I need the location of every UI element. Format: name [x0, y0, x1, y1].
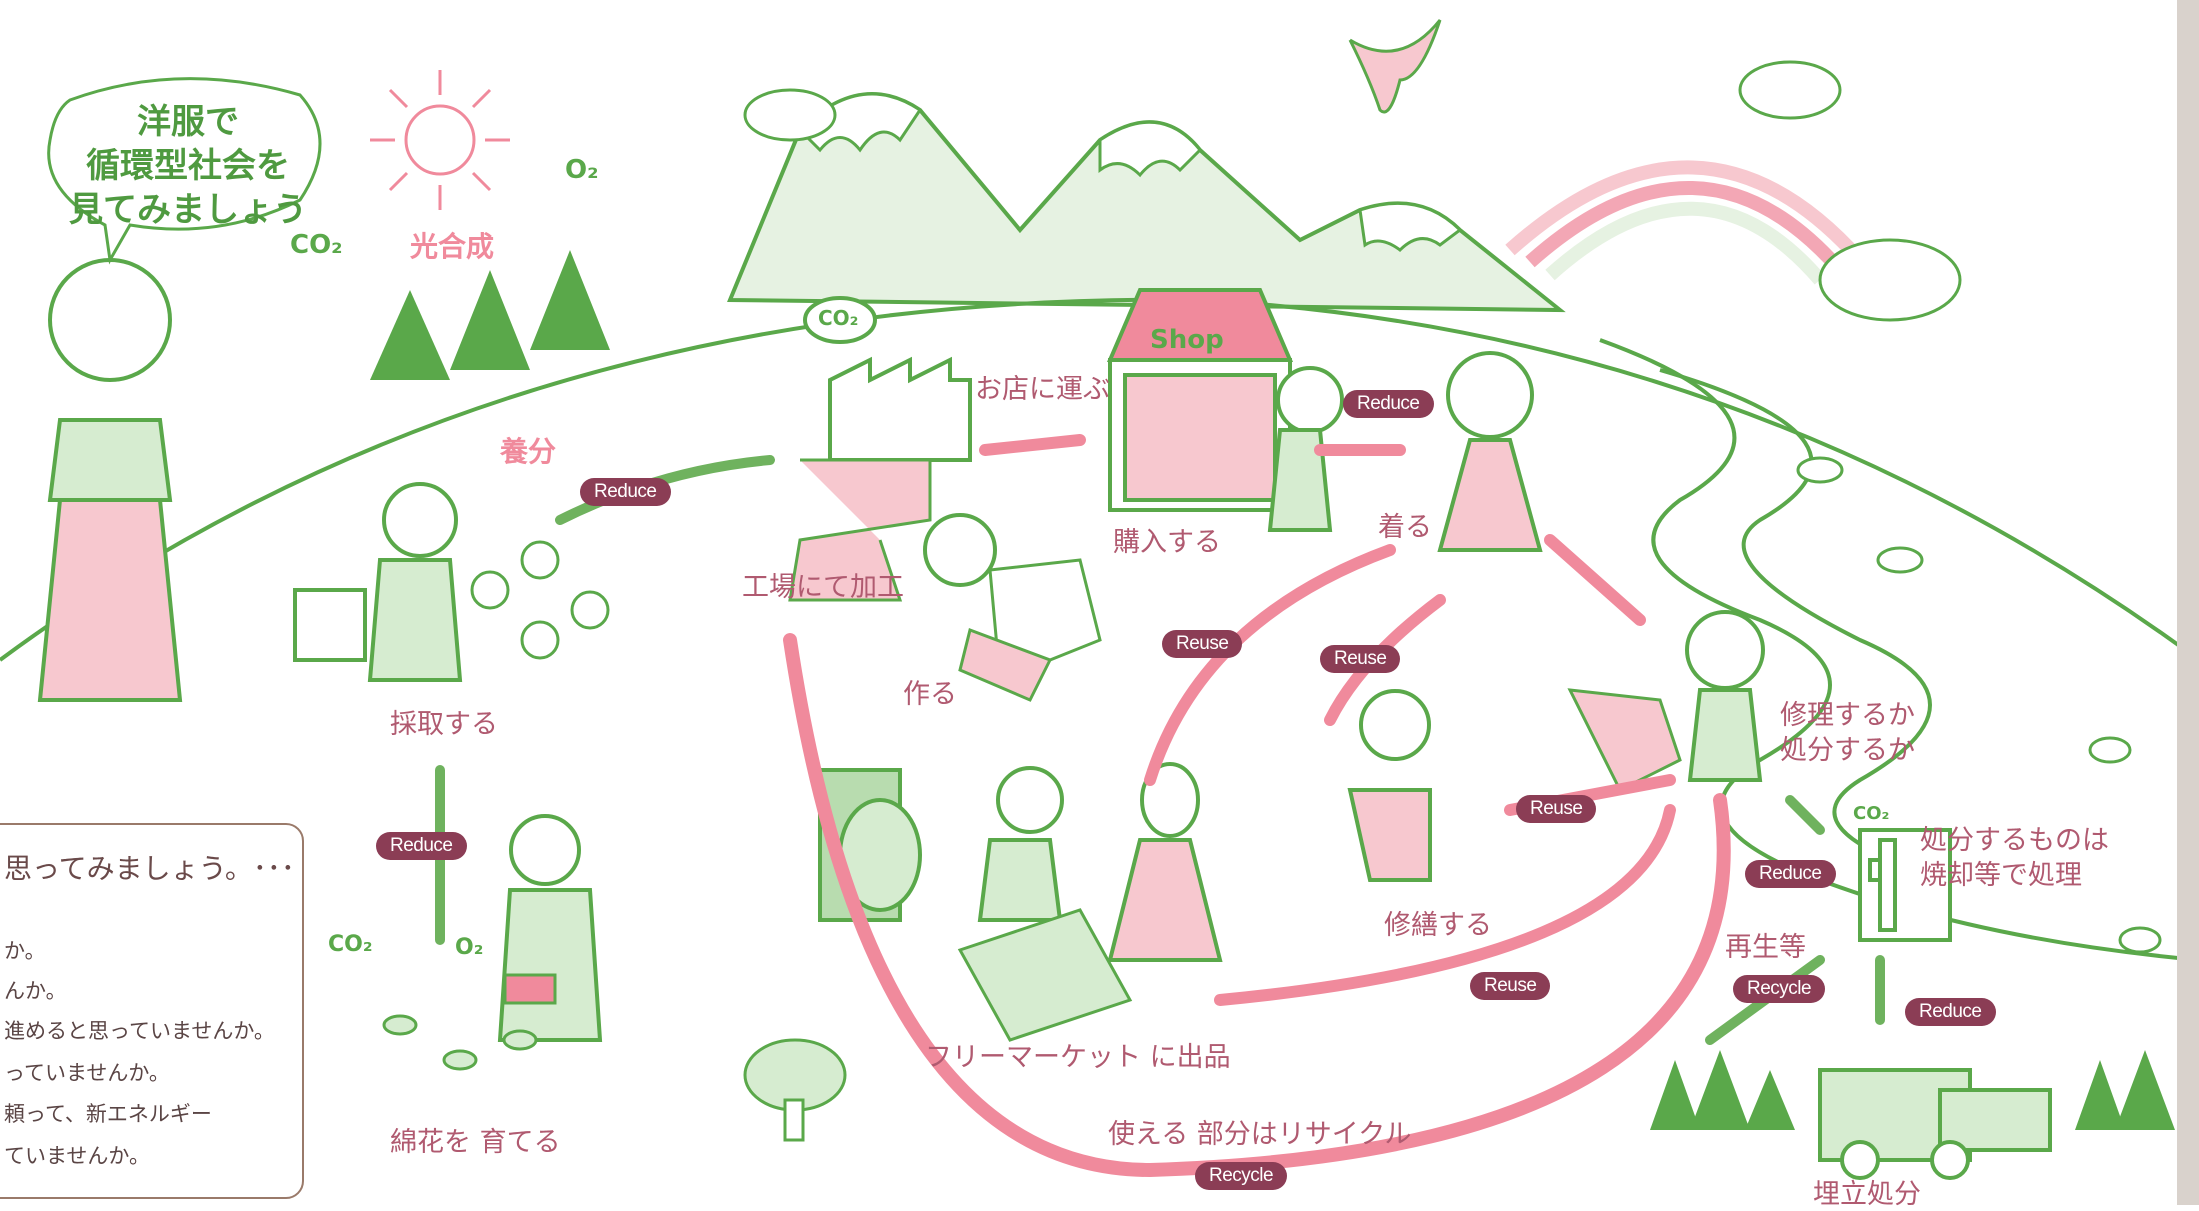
label-flea-market: フリーマーケット に出品	[925, 1042, 1231, 1073]
tag-reduce: Reduce	[580, 478, 671, 506]
page-edge	[2177, 0, 2199, 1205]
trees-photosynthesis	[370, 250, 610, 380]
incinerator	[1858, 828, 1952, 942]
photosynthesis-label: 光合成	[410, 230, 495, 263]
seed-co2-label: CO₂	[328, 932, 373, 957]
shop-clerk	[1267, 366, 1344, 532]
clouds	[743, 60, 1962, 322]
question-line: っていませんか。	[4, 1061, 170, 1085]
label-factory: 工場にて加工	[742, 572, 904, 603]
question-line: ていませんか。	[4, 1144, 150, 1168]
label-recycle-parts: 使える 部分はリサイクル	[1108, 1119, 1412, 1150]
small-tree	[743, 1038, 847, 1142]
label-harvest: 採取する	[390, 709, 498, 740]
question-box: 思ってみましょう。･･･ か。 んか。 進めると思っていませんか。 っていません…	[0, 823, 304, 1199]
girl-wearing-dress	[1437, 351, 1543, 552]
label-regenerate: 再生等	[1725, 932, 1806, 963]
fabric-roll	[788, 458, 932, 602]
label-mend: 修繕する	[1384, 910, 1492, 941]
fish-icons	[1796, 456, 2162, 954]
question-line: 頼って、新エネルギー	[4, 1102, 212, 1126]
label-wear: 着る	[1378, 512, 1432, 543]
tag-reuse: Reuse	[1320, 645, 1401, 673]
shop-sign: Shop	[1150, 325, 1224, 355]
question-line: 進めると思っていませんか。	[4, 1019, 275, 1043]
tag-recycle: Recycle	[1733, 975, 1826, 1003]
label-dispose-q: 処分するか	[1780, 735, 1915, 766]
label-repair: 修理するか	[1780, 700, 1915, 731]
tag-reduce: Reduce	[376, 832, 467, 860]
farmer-harvest	[293, 482, 463, 682]
tag-reuse: Reuse	[1470, 972, 1551, 1000]
tag-reuse: Reuse	[1516, 795, 1597, 823]
flowers	[470, 540, 610, 660]
label-deliver: お店に運ぶ	[975, 374, 1110, 405]
factory	[803, 296, 972, 462]
guide-woman	[37, 258, 183, 702]
shop-building	[1106, 288, 1294, 512]
pine-trees	[1650, 1050, 2175, 1130]
label-dispose-burn-1: 処分するものは	[1920, 825, 2109, 856]
seed-o2-label: O₂	[455, 935, 484, 960]
tag-reduce: Reduce	[1745, 860, 1836, 888]
nutrients-label: 養分	[500, 435, 557, 468]
label-landfill: 埋立処分	[1813, 1179, 1921, 1210]
tag-recycle: Recycle	[1195, 1162, 1288, 1190]
bird-icon	[1348, 19, 1442, 114]
speech-bubble	[47, 77, 322, 265]
bubble-text: 洋服で 循環型社会を 見てみましょう	[38, 100, 338, 232]
factory-co2-label: CO₂	[818, 306, 859, 330]
tag-reduce: Reduce	[1905, 998, 1996, 1026]
incinerator-co2-label: CO₂	[1853, 803, 1890, 824]
label-buy: 購入する	[1113, 527, 1221, 558]
sewing-person	[923, 513, 1102, 702]
co2-label: CO₂	[290, 230, 343, 260]
thinking-woman	[1567, 610, 1765, 793]
rainbow	[1505, 160, 1866, 285]
cotton-farmer	[497, 814, 603, 1042]
landfill-truck	[1818, 1068, 2052, 1180]
o2-label: O₂	[565, 155, 599, 185]
snow-caps	[797, 92, 1463, 252]
question-line: んか。	[4, 979, 67, 1003]
question-line: か。	[4, 939, 46, 963]
sun-icon	[370, 70, 510, 210]
bubble-line: 見てみましょう	[69, 190, 307, 230]
flea-market-people	[957, 762, 1223, 1042]
tag-reduce: Reduce	[1343, 390, 1434, 418]
bubble-line: 洋服で	[137, 102, 239, 142]
label-dispose-burn-2: 焼却等で処理	[1920, 860, 2082, 891]
label-make: 作る	[903, 679, 957, 710]
bubble-line: 循環型社会を	[86, 146, 290, 186]
sprouts	[382, 1014, 538, 1071]
question-title: 思ってみましょう。･･･	[4, 852, 295, 885]
tag-reuse: Reuse	[1162, 630, 1243, 658]
label-grow-cotton: 綿花を 育てる	[390, 1127, 561, 1158]
mending-woman	[1347, 689, 1432, 882]
